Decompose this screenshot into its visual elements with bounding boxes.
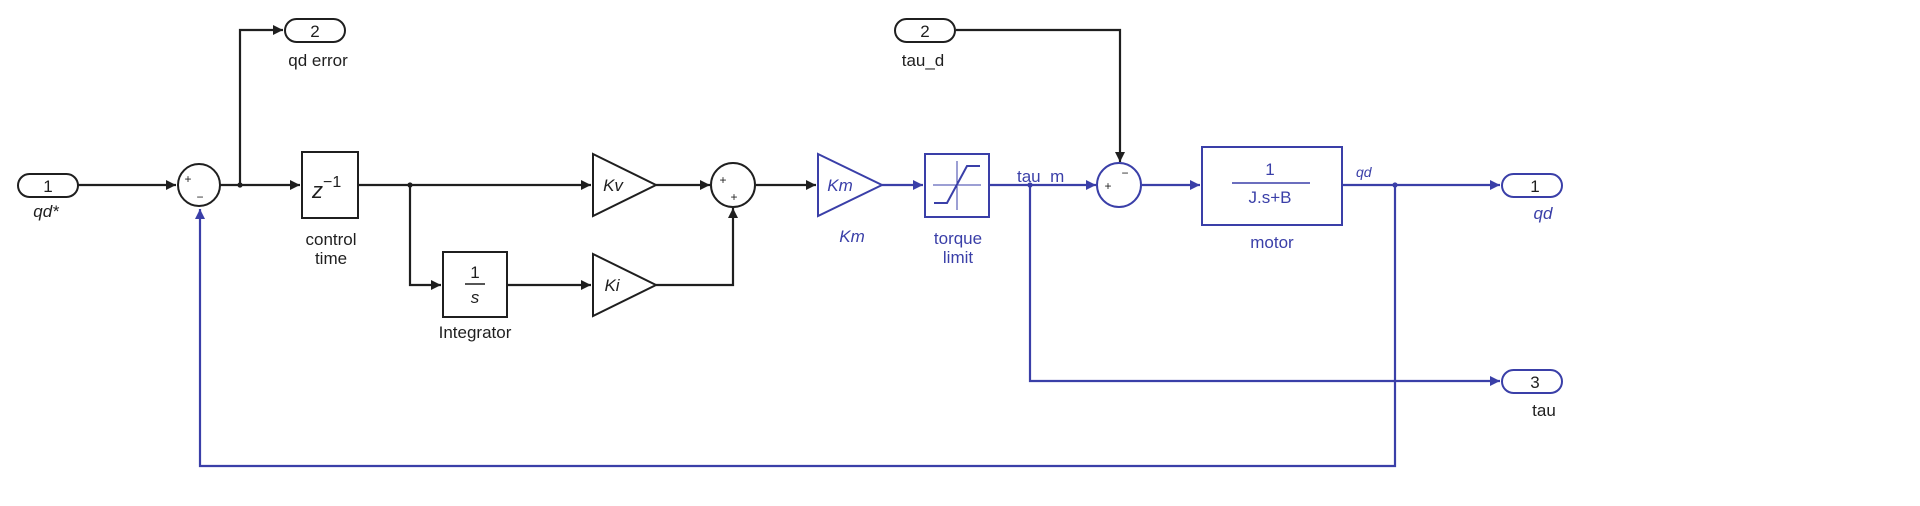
junction-qd <box>1392 182 1398 188</box>
wire-ki-to-sum2 <box>656 208 738 287</box>
gain-ki-value: Ki <box>604 276 620 295</box>
sum-block-2-circle <box>710 162 756 208</box>
wire-tau-d-to-sum3 <box>956 28 1125 162</box>
sum-block-1-circle <box>177 163 221 207</box>
outport-tau[interactable]: 3 tau <box>1501 369 1563 420</box>
outport-tau-shape <box>1501 369 1563 394</box>
outport-tau-number: 3 <box>1530 373 1539 392</box>
outport-qd-error-shape <box>284 18 346 43</box>
outport-qd-label: qd <box>1534 204 1553 223</box>
inport-qd-star-shape <box>17 173 79 198</box>
wire-feedback-to-sum1 <box>195 185 1397 468</box>
signal-label-tau-m: tau_m <box>1017 167 1064 186</box>
unit-delay-symbol: z−1 <box>311 174 341 203</box>
saturation-icon <box>933 161 981 210</box>
wire-tau-branch-to-tau <box>1028 185 1500 386</box>
sum-block-1-sign-top: + <box>184 172 191 186</box>
inport-tau-d-label: tau_d <box>902 51 945 70</box>
gain-km-triangle <box>817 152 885 218</box>
integrator-label: Integrator <box>439 323 512 342</box>
motor-numerator: 1 <box>1265 160 1274 179</box>
motor-label: motor <box>1250 233 1294 252</box>
sum-block-3-sign-top: − <box>1121 166 1128 180</box>
outport-qd-error-number: 2 <box>310 22 319 41</box>
gain-kv-triangle <box>592 152 659 218</box>
gain-km-block[interactable]: Km Km <box>817 152 885 246</box>
gain-km-value: Km <box>827 176 853 195</box>
gain-km-label: Km <box>839 227 865 246</box>
signal-lines-blue <box>195 180 1500 468</box>
junction-dots <box>237 182 1398 188</box>
wire-error-branch-to-qd-error <box>238 25 283 185</box>
signal-label-qd: qd <box>1356 164 1373 180</box>
integrator-denominator: s <box>471 288 480 307</box>
outport-qd-error-label: qd error <box>288 51 348 70</box>
sum-block-1-sign-bottom: − <box>196 190 203 204</box>
inport-tau-d-number: 2 <box>920 22 929 41</box>
outport-qd-shape <box>1501 173 1563 198</box>
junction-error <box>237 182 243 188</box>
sum-block-2-sign-left: + <box>719 173 726 187</box>
junction-tau-m <box>1027 182 1033 188</box>
outport-qd-number: 1 <box>1530 177 1539 196</box>
sum-block-3[interactable]: + − <box>1096 162 1142 208</box>
sum-block-2-sign-bottom: + <box>730 190 737 204</box>
unit-delay-rect <box>301 151 359 219</box>
outport-qd[interactable]: 1 qd <box>1501 173 1563 223</box>
sum-block-3-sign-left: + <box>1104 179 1111 193</box>
integrator-block[interactable]: 1 s Integrator <box>439 251 512 342</box>
inport-qd-star[interactable]: 1 qd* <box>17 173 79 221</box>
motor-rect <box>1201 146 1343 226</box>
outport-tau-label: tau <box>1532 401 1556 420</box>
gain-kv-block[interactable]: Kv <box>592 152 659 218</box>
inport-qd-star-number: 1 <box>43 177 52 196</box>
integrator-numerator: 1 <box>470 263 479 282</box>
outport-qd-error[interactable]: 2 qd error <box>284 18 348 70</box>
motor-denominator: J.s+B <box>1249 188 1292 207</box>
gain-ki-triangle <box>592 252 659 318</box>
gain-ki-block[interactable]: Ki <box>592 252 659 318</box>
sum-block-1[interactable]: + − <box>177 163 221 207</box>
inport-tau-d-shape <box>894 18 956 43</box>
sum-block-2[interactable]: + + <box>710 162 756 208</box>
inport-qd-star-label: qd* <box>33 202 60 221</box>
sum-block-3-circle <box>1096 162 1142 208</box>
gain-kv-value: Kv <box>603 176 624 195</box>
wire-branch-to-integrator <box>408 185 441 290</box>
signal-lines-black <box>78 25 1125 290</box>
junction-delay-out <box>407 182 413 188</box>
inport-tau-d[interactable]: 2 tau_d <box>894 18 956 70</box>
motor-block[interactable]: 1 J.s+B motor <box>1201 146 1343 252</box>
